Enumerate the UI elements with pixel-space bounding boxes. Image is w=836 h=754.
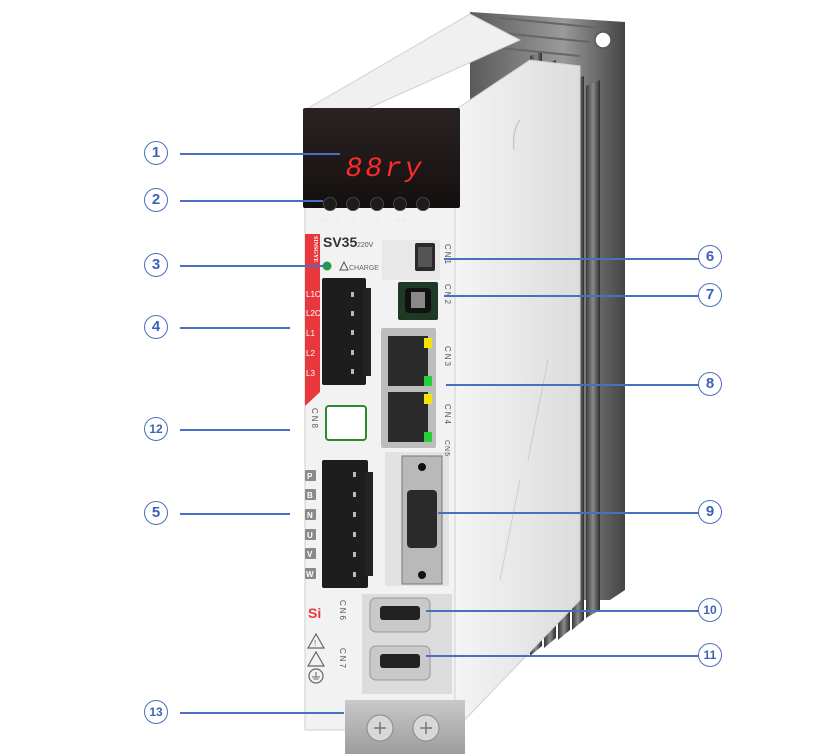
callout-2: 2 xyxy=(144,188,168,212)
cn3-led-green xyxy=(424,376,432,386)
ethernet-ports: CN3 CN4 xyxy=(381,328,452,448)
voltage-rating: 220V xyxy=(357,242,374,249)
cn3-port xyxy=(388,336,428,386)
hot-surface-warning-icon xyxy=(306,650,326,667)
cn7-label: CN7 xyxy=(338,648,347,670)
leader-line-10 xyxy=(426,610,700,612)
power-terminal-labels: L1C L2C L1 L2 L3 xyxy=(306,290,321,378)
down-button[interactable] xyxy=(370,197,384,211)
svg-text:V: V xyxy=(307,550,313,559)
shift-label: ◀◀ xyxy=(394,215,407,224)
svg-text:L2: L2 xyxy=(306,349,315,358)
power-connector-cn-main xyxy=(322,278,371,385)
leader-line-6 xyxy=(444,258,700,260)
cn8-label: CN8 xyxy=(310,408,319,430)
callout-7: 7 xyxy=(698,283,722,307)
mode-label: MODE xyxy=(320,217,341,224)
leader-line-4 xyxy=(180,327,290,329)
set-label: SET xyxy=(416,217,430,224)
ground-bracket xyxy=(345,700,465,754)
svg-text:L1C: L1C xyxy=(306,290,321,299)
brand-logo: Si xyxy=(308,605,321,621)
motor-terminal-labels: P B N U V W xyxy=(305,470,316,579)
leader-line-7 xyxy=(444,295,700,297)
seven-segment-display: 88ry xyxy=(345,154,424,185)
callout-13: 13 xyxy=(144,700,168,724)
cn4-port xyxy=(388,392,428,442)
up-label: ▲ xyxy=(349,215,357,224)
callout-6: 6 xyxy=(698,245,722,269)
warning-triangle-icon xyxy=(306,632,326,649)
motor-connector xyxy=(322,460,373,588)
cn8-port: CN8 xyxy=(310,405,367,441)
leader-line-9 xyxy=(438,512,700,514)
keypad: MODE ▲ ▼ ◀◀ SET xyxy=(320,197,431,224)
leader-line-2 xyxy=(180,200,323,202)
callout-4: 4 xyxy=(144,315,168,339)
shift-button[interactable] xyxy=(393,197,407,211)
exclamation-glyph: ! xyxy=(314,639,316,648)
svg-text:L3: L3 xyxy=(306,369,315,378)
svg-text:U: U xyxy=(307,531,313,540)
callout-12: 12 xyxy=(144,417,168,441)
callout-9: 9 xyxy=(698,500,722,524)
cn4-led-green xyxy=(424,432,432,442)
charge-label: CHARGE xyxy=(349,265,379,272)
display-panel: 88ry xyxy=(303,108,460,208)
svg-text:W: W xyxy=(306,570,314,579)
set-button[interactable] xyxy=(416,197,430,211)
cn4-label: CN4 xyxy=(443,404,452,426)
callout-8: 8 xyxy=(698,372,722,396)
mounting-hole-icon xyxy=(594,31,612,49)
leader-line-13 xyxy=(180,712,344,714)
leader-line-5 xyxy=(180,513,290,515)
cn4-led-yellow xyxy=(424,394,432,404)
svg-text:N: N xyxy=(307,511,313,520)
leader-line-8 xyxy=(446,384,700,386)
svg-text:L1: L1 xyxy=(306,329,315,338)
cn1-port: CN1 xyxy=(382,240,452,280)
ground-icon xyxy=(308,668,324,684)
leader-line-3 xyxy=(180,265,328,267)
cn5-port: CN5 xyxy=(385,440,450,586)
svg-text:B: B xyxy=(307,491,313,500)
leader-line-11 xyxy=(426,655,700,657)
callout-5: 5 xyxy=(144,501,168,525)
cn1-label: CN1 xyxy=(443,244,452,266)
svg-text:L2C: L2C xyxy=(306,309,321,318)
callout-11: 11 xyxy=(698,643,722,667)
cn3-led-yellow xyxy=(424,338,432,348)
cn3-label: CN3 xyxy=(443,346,452,368)
down-label: ▼ xyxy=(373,215,381,224)
brand-strip xyxy=(305,234,320,406)
brand-strip-text: SINSGYE xyxy=(312,236,318,262)
leader-line-12 xyxy=(180,429,290,431)
cn6-label: CN6 xyxy=(338,600,347,622)
leader-line-1 xyxy=(180,153,340,155)
up-button[interactable] xyxy=(346,197,360,211)
model-name: SV35 xyxy=(323,234,357,250)
callout-1: 1 xyxy=(144,141,168,165)
svg-text:P: P xyxy=(307,472,313,481)
cn5-label: CN5 xyxy=(443,440,450,457)
warning-icon xyxy=(339,260,349,271)
callout-10: 10 xyxy=(698,598,722,622)
mode-button[interactable] xyxy=(323,197,337,211)
callout-3: 3 xyxy=(144,253,168,277)
